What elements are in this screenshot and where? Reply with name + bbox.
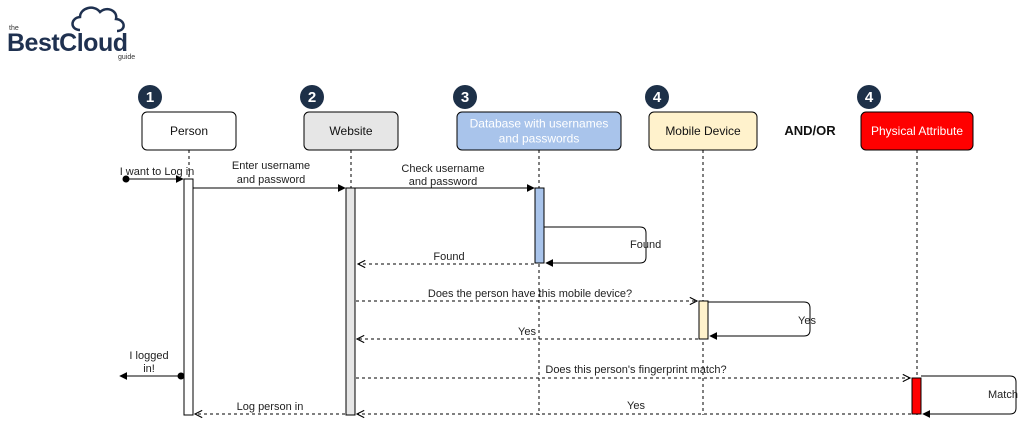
message-label: Does this person's fingerprint match? bbox=[545, 364, 726, 376]
message-log-person-in: Log person in bbox=[195, 401, 345, 414]
participant-mobile: Mobile Device 4 bbox=[645, 85, 758, 415]
brand-logo: the BestCloud guide bbox=[7, 6, 135, 61]
person-activation bbox=[183, 178, 194, 416]
participant-physical: Physical Attribute 4 bbox=[857, 85, 974, 415]
step-badge-number: 2 bbox=[308, 89, 316, 106]
participant-label: Website bbox=[329, 124, 372, 138]
activation-bars bbox=[183, 178, 922, 416]
message-label: Yes bbox=[627, 400, 645, 412]
message-physical-return-yes: Yes bbox=[357, 400, 911, 414]
message-label: I logged bbox=[129, 350, 168, 362]
step-badge-number: 4 bbox=[865, 89, 874, 106]
message-physical-self-match: Match bbox=[921, 375, 1018, 418]
logo-wordmark: BestCloud bbox=[7, 29, 128, 57]
participant-box-mobile bbox=[648, 111, 758, 151]
message-label: Enter username bbox=[232, 160, 310, 172]
step-badge bbox=[645, 85, 669, 109]
message-ask-fingerprint: Does this person's fingerprint match? bbox=[356, 364, 910, 378]
message-mobile-self-yes: Yes bbox=[708, 301, 816, 340]
messages: I want to Log in Enter username and pass… bbox=[119, 160, 1018, 418]
step-badge-number: 1 bbox=[146, 89, 154, 106]
message-enter-credentials: Enter username and password bbox=[193, 160, 346, 192]
participant-label: Mobile Device bbox=[665, 124, 741, 138]
participant-box-person bbox=[141, 111, 237, 151]
step-badge-number: 4 bbox=[653, 89, 662, 106]
step-badge bbox=[857, 85, 881, 109]
message-label: Found bbox=[433, 251, 464, 263]
participant-website: Website 2 bbox=[300, 85, 399, 415]
message-login-request: I want to Log in bbox=[120, 166, 195, 183]
logo-suffix: guide bbox=[118, 54, 135, 61]
message-label: and password bbox=[237, 174, 306, 186]
message-label: Does the person have this mobile device? bbox=[428, 288, 632, 300]
cloud-icon bbox=[71, 6, 125, 33]
website-activation bbox=[345, 187, 356, 416]
participant-box-database bbox=[456, 111, 622, 151]
participant-label: and passwords bbox=[499, 132, 580, 146]
message-label: Yes bbox=[518, 326, 536, 338]
message-label: Check username bbox=[401, 163, 484, 175]
step-badge bbox=[300, 85, 324, 109]
message-ask-mobile: Does the person have this mobile device? bbox=[356, 288, 697, 301]
message-mobile-return-yes: Yes bbox=[357, 326, 698, 339]
mobile-activation bbox=[698, 300, 709, 340]
step-badge bbox=[453, 85, 477, 109]
message-label: Log person in bbox=[237, 401, 304, 413]
participant-person: Person 1 bbox=[138, 85, 237, 415]
message-label: I want to Log in bbox=[120, 166, 195, 178]
participant-box-physical bbox=[860, 111, 974, 151]
participant-box-website bbox=[303, 111, 399, 151]
step-badge-number: 3 bbox=[461, 89, 469, 106]
message-label: Match bbox=[988, 389, 1018, 401]
participant-label: Person bbox=[170, 124, 208, 138]
participant-label: Database with usernames bbox=[470, 117, 609, 131]
step-badge bbox=[138, 85, 162, 109]
message-label: and password bbox=[409, 176, 478, 188]
message-logged-in: I logged in! bbox=[119, 350, 185, 380]
message-check-credentials: Check username and password bbox=[355, 163, 535, 192]
database-activation bbox=[534, 187, 545, 264]
and-or-label: AND/OR bbox=[784, 123, 836, 138]
message-label: in! bbox=[143, 363, 155, 375]
message-label: Found bbox=[630, 239, 661, 251]
message-db-self-found: Found bbox=[544, 226, 661, 267]
message-label: Yes bbox=[798, 315, 816, 327]
message-db-return-found: Found bbox=[358, 251, 534, 264]
physical-activation bbox=[911, 377, 922, 415]
participant-label: Physical Attribute bbox=[871, 124, 963, 138]
logo-prefix: the bbox=[9, 25, 19, 32]
